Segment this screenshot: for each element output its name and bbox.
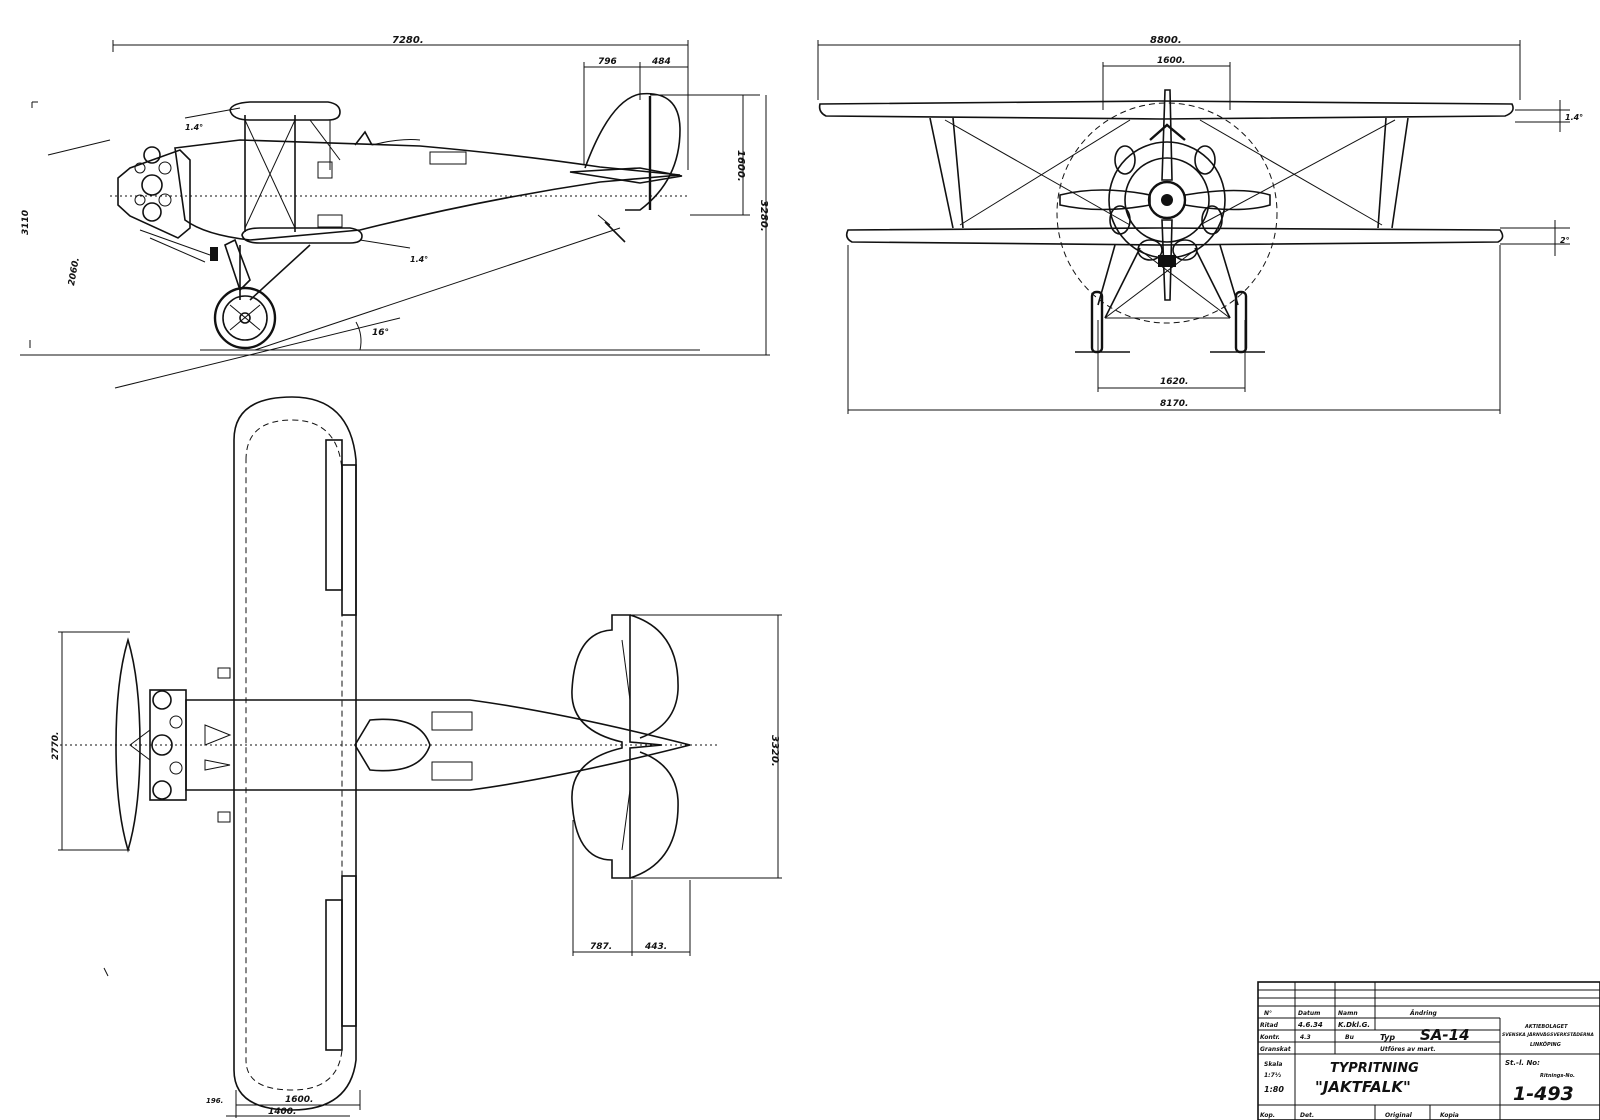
aileron-lower (325, 899, 343, 1051)
footer-det: Det. (1300, 1112, 1314, 1119)
wing-planform (233, 396, 357, 1111)
center-section-label: 1600. (1157, 56, 1185, 66)
left-gear-leg (1097, 244, 1116, 306)
propeller-disc (1056, 102, 1278, 324)
left-height-2-label: 2060. (67, 257, 82, 287)
tail-chord-1-label: 796 (598, 57, 617, 67)
footer-original: Original (1385, 1112, 1413, 1119)
wing-angle-bottom-label: 1.4° (410, 255, 428, 264)
side-view: 7280. 796 484 1600. 3280. 3110 2060. 16°… (20, 35, 770, 389)
ground-angle-label: 16° (372, 328, 389, 338)
col-no: N° (1264, 1010, 1272, 1017)
propeller-blade-left (1059, 189, 1151, 211)
upper-span-label: 8800. (1150, 35, 1182, 46)
sheet-label: St.-l. No: (1505, 1059, 1540, 1067)
dihedral-bottom-label: 2° (1560, 236, 1570, 245)
row-drawn: Ritad (1260, 1022, 1279, 1029)
tail-height-label: 1600. (735, 150, 746, 182)
company-line3: LINKÖPING (1530, 1041, 1561, 1048)
col-name: Namn (1338, 1010, 1358, 1017)
material-label: Utföres av mart. (1380, 1046, 1436, 1053)
footer-copy: Kopia (1440, 1112, 1459, 1119)
left-height-1-label: 3110 (21, 210, 31, 235)
fin-rudder-side (584, 92, 681, 211)
upper-wing-profile (229, 101, 341, 121)
drawing-label: Ritnings-No. (1540, 1073, 1575, 1079)
col-date: Datum (1298, 1010, 1320, 1017)
scale-value-2: 1:80 (1264, 1085, 1284, 1094)
windscreen (354, 130, 373, 146)
upper-wing-front (818, 100, 1514, 120)
tail-chord-2-label: 484 (651, 57, 671, 67)
propeller-blade-up (1161, 89, 1173, 181)
lower-wing-profile (241, 227, 363, 244)
left-interplane-strut (929, 117, 954, 229)
checked-name: Bu (1345, 1034, 1355, 1041)
stagger-label: 196. (206, 1097, 223, 1105)
track-label: 1620. (1160, 377, 1188, 387)
title-block: N° Datum Namn Ändring Ritad 4.6.34 K.Dkl… (1257, 981, 1600, 1120)
row-reviewed: Granskat (1260, 1046, 1292, 1053)
tail-span-label: 3320. (769, 735, 780, 767)
main-wheel-side (213, 286, 277, 350)
company-line1: AKTIEBOLAGET (1524, 1024, 1568, 1030)
drawn-date: 4.6.34 (1298, 1021, 1323, 1029)
drawn-name: K.Dkl.G. (1338, 1021, 1370, 1029)
company-line2: SVENSKA JÄRNVÄGSVERKSTÄDERNA (1502, 1031, 1594, 1038)
front-view: 8800. 1600. 8170. 1620. 1.4° 2° (817, 35, 1583, 414)
title-line2: "JAKTFALK" (1315, 1078, 1411, 1096)
title-line1: TYPRITNING (1330, 1061, 1419, 1076)
overall-length-label: 7280. (392, 35, 424, 46)
aileron-upper (325, 439, 343, 591)
cockpit-top (354, 718, 431, 772)
lower-wing-front (845, 227, 1504, 246)
tailplane-top (571, 614, 663, 879)
stab-chord-2-label: 443. (644, 942, 667, 952)
fuselage-side (174, 139, 681, 241)
fuselage-top (185, 699, 691, 791)
footer-cop: Kop. (1260, 1112, 1275, 1119)
propeller-blade-right (1184, 189, 1271, 211)
radial-engine-front (1108, 123, 1226, 267)
stabilizer-width-label: 2770. (51, 732, 61, 760)
col-change: Ändring (1409, 1010, 1437, 1017)
checked-date: 4.3 (1300, 1034, 1311, 1041)
scale-label: Skala (1264, 1061, 1282, 1068)
type-prefix: Typ (1380, 1033, 1395, 1042)
type-value: SA-14 (1420, 1026, 1470, 1044)
top-view: 2770. 3320. 787. 443. 1600. 1400. 196. (51, 396, 782, 1118)
drawing-number: 1-493 (1513, 1083, 1574, 1105)
propeller-top (115, 637, 141, 853)
stab-chord-1-label: 787. (590, 942, 612, 952)
scale-value-1: 1:7½ (1264, 1072, 1282, 1079)
tailplane-side (569, 167, 683, 184)
right-interplane-strut (1377, 117, 1387, 229)
wing-chord-a-label: 1600. (285, 1095, 313, 1105)
wing-chord-b-label: 1400. (268, 1107, 296, 1117)
wing-angle-top-label: 1.4° (185, 123, 203, 132)
row-checked: Kontr. (1260, 1034, 1280, 1041)
overall-height-label: 3280. (758, 200, 769, 232)
radial-engine-side (117, 146, 218, 263)
lower-span-label: 8170. (1160, 399, 1188, 409)
dihedral-top-label: 1.4° (1565, 113, 1583, 122)
